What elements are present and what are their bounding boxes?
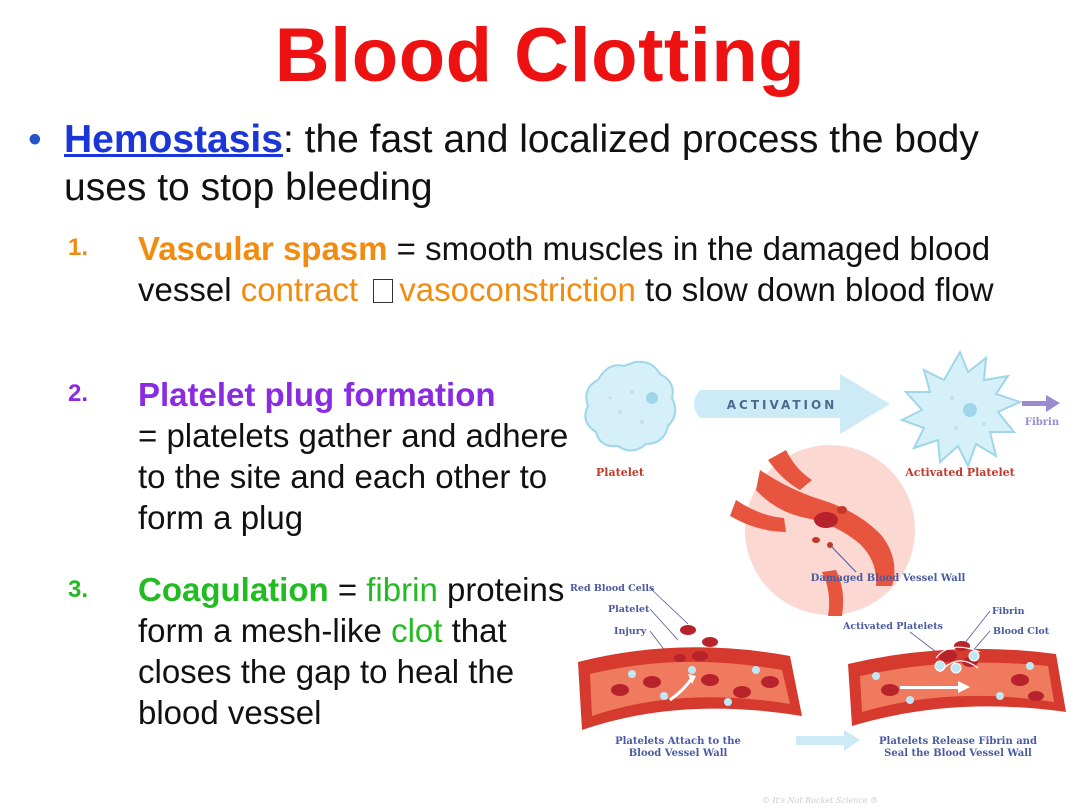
platelet-label: Platelet [596, 466, 645, 479]
injury-label: Injury [614, 626, 647, 637]
damaged-vessel-illustration [730, 445, 915, 616]
step-1-term: Vascular spasm [138, 230, 388, 267]
fibrin-arrow-icon [1022, 395, 1060, 412]
blood-clot-label: Blood Clot [993, 626, 1050, 637]
hemostasis-link[interactable]: Hemostasis [64, 118, 283, 161]
fibrin-right-label: Fibrin [992, 606, 1025, 617]
platelet-left-label: Platelet [608, 604, 650, 615]
red-blood-cells-label: Red Blood Cells [570, 583, 654, 594]
step-3-number: 3. [68, 576, 89, 603]
step-2-term: Platelet plug formation [138, 376, 496, 413]
activation-label: ACTIVATION [727, 398, 837, 412]
missing-glyph-icon [373, 279, 394, 303]
resting-platelet-icon [584, 360, 677, 452]
step-1-number: 1. [68, 234, 89, 261]
definition-bullet: • Hemostasis: the fast and localized pro… [28, 116, 1058, 212]
step-2-text: Platelet plug formation = platelets gathe… [138, 374, 578, 538]
bullet-dot-icon: • [28, 118, 42, 161]
activated-platelet-label: Activated Platelet [904, 466, 1015, 479]
step-3-text: Coagulation = fibrin proteins form a mes… [138, 571, 565, 731]
damaged-wall-label: Damaged Blood Vessel Wall [811, 573, 966, 584]
activated-platelet-icon [899, 349, 1023, 469]
process-arrow-icon [796, 730, 860, 751]
caption-left-line-1: Platelets Attach to the [615, 736, 741, 747]
sealed-vessel-illustration [848, 641, 1066, 726]
step-1-text: Vascular spasm = smooth muscles in the d… [138, 230, 994, 308]
slide-title: Blood Clotting [274, 13, 806, 98]
definition-body: : the fast and localized process the bod… [64, 118, 979, 209]
activation-arrow-icon [694, 374, 890, 434]
activated-platelets-label: Activated Platelets [842, 621, 943, 632]
step-2-number: 2. [68, 380, 89, 407]
step-3-term: Coagulation [138, 571, 329, 608]
definition-text: Hemostasis: the fast and localized proce… [64, 116, 1058, 212]
copyright-watermark: © It's Not Rocket Science ® [762, 796, 878, 805]
fibrin-top-label: Fibrin [1025, 417, 1060, 428]
caption-right-line-2: Seal the Blood Vessel Wall [884, 748, 1032, 759]
caption-right-line-1: Platelets Release Fibrin and [879, 736, 1037, 747]
step-2-body: = platelets gather and adhere to the sit… [138, 417, 569, 536]
hemostasis-diagram: Platelet ACTIVATION Activated Platelet F… [570, 349, 1066, 805]
caption-left-line-2: Blood Vessel Wall [629, 748, 728, 759]
injured-vessel-illustration [578, 625, 802, 730]
